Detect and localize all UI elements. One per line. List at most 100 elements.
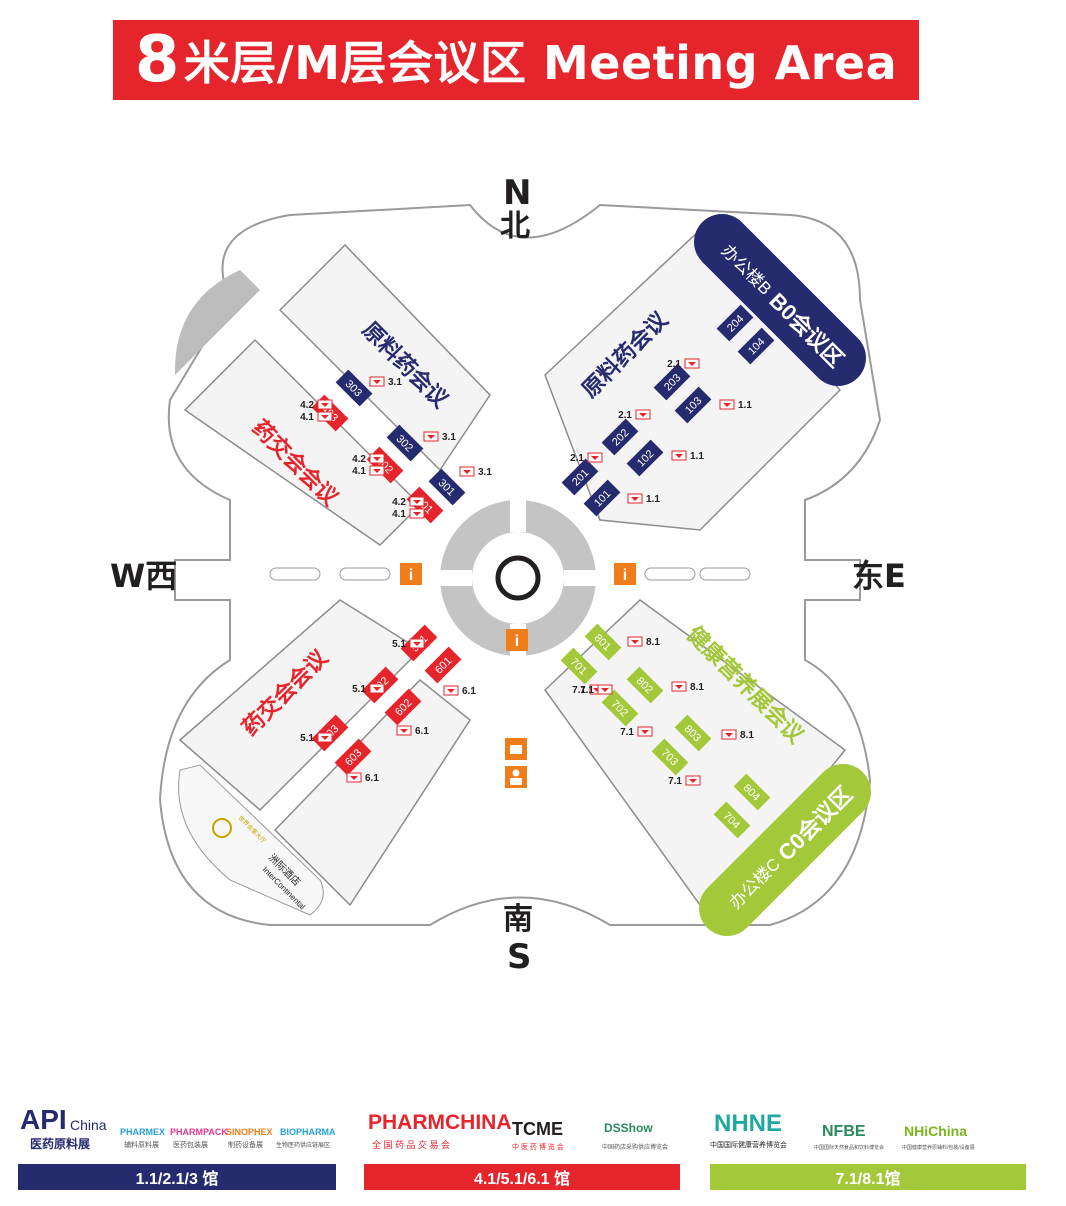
hall-tag: 8.1 [721,729,754,741]
hall-tag-label: 2.1 [667,359,681,370]
info-icon[interactable]: i [614,563,636,585]
sw-lower-wing [273,678,471,907]
down-arrow-icon [601,688,609,692]
brand-tcme-sub: 中 医 药 博 览 会 [512,1144,564,1151]
hall-tag: 4.2 [392,496,425,508]
meeting-room-201[interactable]: 201 [561,458,599,496]
hall-tag-label: 3.1 [388,377,402,388]
meeting-room-101[interactable]: 101 [583,479,621,517]
hall-tag-label: 4.2 [392,497,406,508]
down-arrow-icon [413,512,421,516]
meeting-room-102[interactable]: 102 [626,439,664,477]
hall-tag: 2.1 [570,452,603,464]
hotel-area: 世界会客大厅 洲际酒店 InterContinental [178,764,324,916]
hall-tag-label: 4.1 [352,466,366,477]
brand-biopharma: BIOPHARMA [280,1127,336,1137]
meeting-room-603[interactable]: 603 [334,738,372,776]
hall-tag: 3.1 [369,376,402,388]
meeting-room-202[interactable]: 202 [601,418,639,456]
hall-tag-label: 8.1 [740,730,754,741]
hall-tag: 6.1 [396,725,429,737]
down-arrow-icon [321,736,329,740]
info-icons: i i i [400,563,636,788]
meeting-room-703[interactable]: 703 [651,738,689,776]
brand-tcme: TCME [512,1119,563,1139]
down-arrow-icon [689,779,697,783]
api-logo: API [20,1104,67,1135]
meeting-room-804[interactable]: 804 [733,773,771,811]
hall-tag-label: 2.1 [570,453,584,464]
meeting-room-204[interactable]: 204 [716,304,754,342]
brand-dsshow: DSShow [604,1121,653,1135]
down-arrow-icon [350,776,358,780]
ne-wing [544,228,842,531]
hall-tag-label: 1.1 [690,451,704,462]
legend-pharmchina-halls: 4.1/5.1/6.1 馆 [364,1164,680,1190]
meeting-room-104[interactable]: 104 [737,327,775,365]
svg-text:i: i [623,567,627,584]
east-corridor-2 [699,567,751,581]
down-arrow-icon [725,733,733,737]
hall-tag-label: 7.1 [580,685,594,696]
hall-tag-label: 7.1 [620,727,634,738]
meeting-room-103[interactable]: 103 [674,386,712,424]
down-arrow-icon [639,413,647,417]
meeting-room-802[interactable]: 802 [626,666,664,704]
west-corridor-2 [339,567,391,581]
hall-tag: 5.1 [352,683,385,695]
info-icon[interactable]: i [506,629,528,651]
pharmchina-logo: PHARMCHINA [368,1111,512,1134]
briefcase-icon[interactable] [505,738,527,760]
meeting-room-701[interactable]: 701 [560,647,598,685]
meeting-room-702[interactable]: 702 [601,689,639,727]
meeting-room-801[interactable]: 801 [584,623,622,661]
title-text: 米层/M层会议区 Meeting Area [183,36,898,90]
compass-south-char: 南 [503,902,533,937]
legend-pharmchina: PHARMCHINA 全 国 药 品 交 易 会 TCME 中 医 药 博 览 … [364,1100,680,1190]
brand-pharmex-sub: 辅料原料展 [124,1142,159,1149]
meeting-room-302[interactable]: 302 [386,424,424,462]
hall-tag-label: 6.1 [462,686,476,697]
down-arrow-icon [463,470,471,474]
down-arrow-icon [413,500,421,504]
service-person-icon[interactable] [505,766,527,788]
west-corridor-1 [269,567,321,581]
hall-tag-label: 5.1 [392,639,406,650]
brand-nfbe: NFBE [822,1123,866,1140]
down-arrow-icon [641,730,649,734]
nhne-logo-sub: 中国国际健康营养博览会 [710,1142,787,1149]
meeting-room-601[interactable]: 601 [424,646,462,684]
hall-tag-label: 2.1 [618,410,632,421]
brand-biopharma-sub: 生物医药供应链展区 [276,1143,331,1149]
svg-text:i: i [515,633,519,650]
hall-tag-label: 4.2 [300,400,314,411]
hall-tag: 2.1 [667,358,700,370]
meeting-room-704[interactable]: 704 [713,801,751,839]
hall-tag: 5.1 [300,732,333,744]
hall-tag: 8.1 [627,636,660,648]
hall-tag: 1.1 [719,399,752,411]
meeting-room-602[interactable]: 602 [384,688,422,726]
api-logo-suffix: China [70,1117,107,1133]
hall-tag-label: 5.1 [352,684,366,695]
hall-tag-label: 4.2 [352,454,366,465]
hall-tag: 4.2 [352,453,385,465]
meeting-room-303[interactable]: 303 [335,369,373,407]
meeting-room-301[interactable]: 301 [428,468,466,506]
hall-tag: 3.1 [459,466,492,478]
legend-api-halls: 1.1/2.1/3 馆 [18,1164,336,1190]
nw-upper-wing [278,243,491,472]
info-icon[interactable]: i [400,563,422,585]
hall-tag: 1.1 [671,450,704,462]
brand-pharmpack: PHARMPACK [170,1127,228,1137]
hall-tag-label: 1.1 [738,400,752,411]
meeting-room-803[interactable]: 803 [674,714,712,752]
hall-tag-label: 1.1 [646,494,660,505]
legend-api: API China 医药原料展 PHARMEX 辅料原料展 PHARMPACK … [18,1100,336,1190]
title-prefix: 8 [134,23,180,97]
down-arrow-icon [591,456,599,460]
meeting-room-203[interactable]: 203 [653,363,691,401]
down-arrow-icon [373,457,381,461]
hall-tag: 7.1 [580,684,613,696]
